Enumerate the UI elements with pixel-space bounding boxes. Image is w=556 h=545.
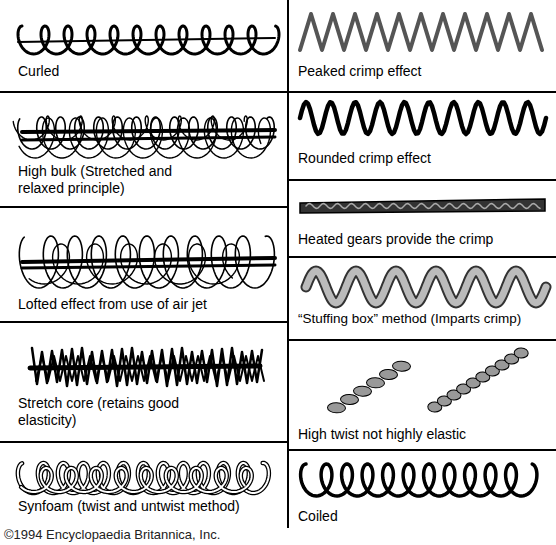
copyright-note: ©1994 Encyclopaedia Britannica, Inc. <box>4 526 220 543</box>
synfoam-yarn <box>21 468 252 492</box>
texture-label: Rounded crimp effect <box>298 150 431 167</box>
texture-label: High bulk (Stretched and relaxed princip… <box>18 163 208 197</box>
twist-strand <box>366 377 384 388</box>
synfoam-yarn <box>18 463 269 493</box>
rounded-crimp <box>300 102 546 134</box>
stuffing-box-crimp <box>306 271 546 303</box>
yarn-strokes <box>13 14 546 496</box>
curled-core <box>18 38 275 42</box>
twist-strand <box>392 361 410 372</box>
texture-label: Curled <box>18 63 59 80</box>
twist-strand <box>340 394 358 405</box>
texture-label: High twist not highly elastic <box>298 426 466 443</box>
texture-label: Coiled <box>298 508 338 525</box>
twist-strand <box>327 402 345 413</box>
stretch-zigzag <box>36 356 264 381</box>
lofted-loops <box>19 236 274 288</box>
twist-strand <box>514 348 529 359</box>
twist-strand <box>353 386 371 397</box>
grid-lines <box>0 0 556 528</box>
gear-crimp-marks <box>306 204 540 209</box>
texture-label: Lofted effect from use of air jet <box>18 296 207 313</box>
lofted-loops <box>29 244 239 284</box>
lofted-core <box>22 258 275 262</box>
synfoam-yarn <box>18 463 269 493</box>
synfoam-yarn <box>21 468 252 492</box>
texture-label: Synfoam (twist and untwist method) <box>18 498 240 515</box>
coiled-yarn <box>301 464 537 496</box>
texture-label: “Stuffing box” method (Imparts crimp) <box>298 310 521 327</box>
curled-yarn <box>18 26 279 54</box>
peaked-crimp <box>300 14 542 50</box>
texture-label: Stretch core (retains good elasticity) <box>18 395 208 429</box>
texture-label: Heated gears provide the crimp <box>298 231 493 248</box>
stuffing-box-crimp <box>306 271 546 303</box>
twist-strand <box>379 369 397 380</box>
bulk-loops <box>13 116 247 140</box>
gear-crimped-band <box>300 199 545 213</box>
texture-label: Peaked crimp effect <box>298 63 421 80</box>
